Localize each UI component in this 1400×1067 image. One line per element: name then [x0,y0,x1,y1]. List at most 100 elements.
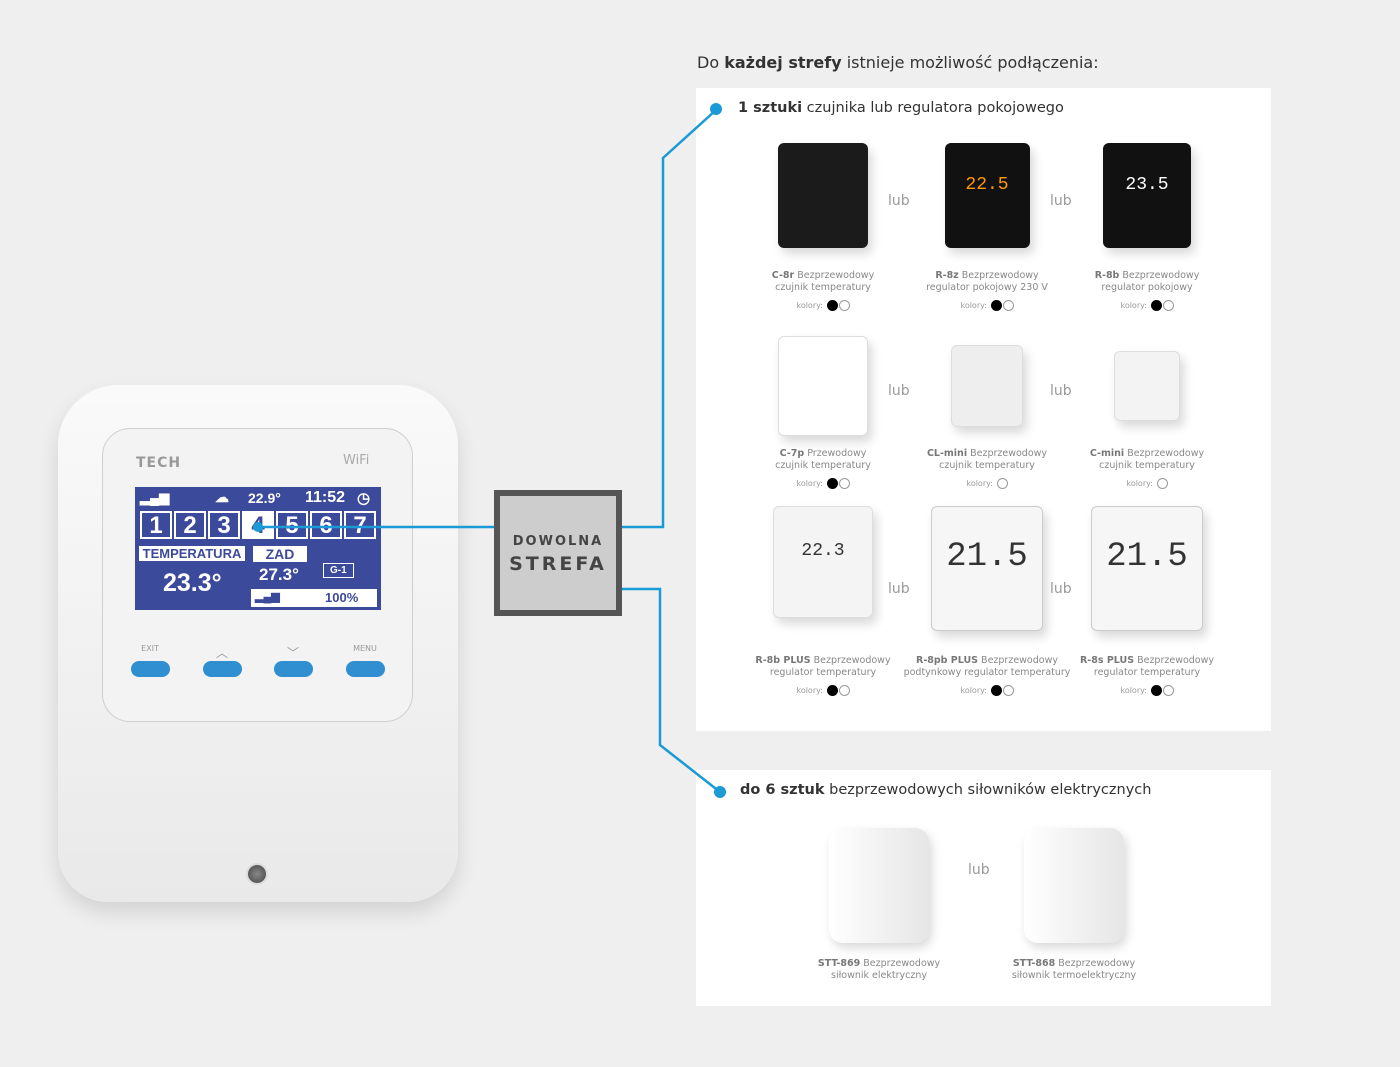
clock-icon: ◷ [357,490,371,507]
product-desc: regulator pokojowy [1101,282,1193,293]
color-swatch-white [1002,685,1014,696]
product-display: 22.5 [965,175,1009,195]
product-model: R-8s PLUS [1079,655,1135,666]
product-desc: czujnik temperatury [775,460,871,471]
product-model: C-8r [771,270,795,281]
or-label: lub [968,862,990,878]
product-display: 23.5 [1125,175,1169,195]
product-model: CL-mini [926,448,968,459]
controller-face: TECH WiFi ▂▄▆ ☁ 22.9° 11:52 ◷ 1 2 3 4 5 … [102,428,413,722]
or-label: lub [1050,383,1072,399]
product-image: 22.5 [944,143,1030,248]
zone-1: 1 [140,511,172,539]
up-button[interactable] [203,661,242,677]
color-swatch-black [1150,300,1162,311]
sensors-title: 1 sztuki czujnika lub regulatora pokojow… [738,100,1064,116]
product-type: Bezprzewodowy [978,655,1058,666]
temp-label: TEMPERATURA [139,546,245,561]
weather-icon: ☁ [215,489,229,505]
product-type: Bezprzewodowy [958,270,1039,281]
product-model: C-7p [779,448,805,459]
product-image: 21.5 [1091,506,1203,631]
or-label: lub [888,383,910,399]
color-swatch-black [990,685,1002,696]
actuator-type: Bezprzewodowy [860,958,941,969]
sensors-panel: 1 sztuki czujnika lub regulatora pokojow… [696,88,1271,731]
colors-label: kolory: [1120,301,1147,310]
zone-box-line2: STREFA [509,553,607,575]
product-model: R-8pb PLUS [916,655,979,666]
product-model: R-8b [1094,270,1120,281]
actuators-title: do 6 sztuk bezprzewodowych siłowników el… [740,782,1152,798]
zone-6: 6 [310,511,342,539]
product-image [1114,350,1180,421]
colors-label: kolory: [796,479,823,488]
set-value: 27.3° [259,565,299,584]
product-type: Bezprzewodowy [794,270,875,281]
color-swatch-white [1156,478,1168,489]
product-model: R-8z [935,270,959,281]
menu-label: MENU [353,644,377,653]
chevron-down-icon: ﹀ [286,646,299,660]
product-image: 22.3 [773,506,873,618]
color-swatch-white [838,685,850,696]
program-label: G-1 [323,563,354,578]
chevron-up-icon: ︿ [215,646,228,660]
color-swatch-black [990,300,1002,311]
zone-7: 7 [344,511,376,539]
actuator-desc: siłownik termoelektryczny [1011,970,1137,981]
down-button[interactable] [274,661,313,677]
battery-level: 100% [325,590,359,605]
product-desc: regulator temperatury [1093,667,1201,678]
product-type: Bezprzewodowy [1124,448,1205,459]
product-desc: czujnik temperatury [939,460,1035,471]
actuator-type: Bezprzewodowy [1055,958,1136,969]
zone-5: 5 [276,511,308,539]
product-desc: podtynkowy regulator temperatury [903,667,1071,678]
actuator-image [1024,828,1124,943]
product-type: Przewodowy [804,448,867,459]
color-swatch-black [826,300,838,311]
product-image [778,143,868,248]
color-swatch-white [1162,300,1174,311]
colors-label: kolory: [796,686,823,695]
product-desc: czujnik temperatury [1099,460,1195,471]
section-heading: Do każdej strefy istnieje możliwość podł… [697,53,1099,72]
actuator-desc: siłownik elektryczny [831,970,927,981]
colors-label: kolory: [960,686,987,695]
product-image: 23.5 [1103,143,1191,248]
product-desc: regulator temperatury [769,667,877,678]
product-display: 21.5 [1106,538,1188,576]
zone-box-line1: DOWOLNA [512,534,604,549]
exit-button[interactable] [131,661,170,677]
product-desc: czujnik temperatury [775,282,871,293]
or-label: lub [1050,193,1072,209]
product-model: R-8b PLUS [755,655,811,666]
lcd-screen: ▂▄▆ ☁ 22.9° 11:52 ◷ 1 2 3 4 5 6 7 TEMPER… [135,487,381,610]
color-swatch-white [996,478,1008,489]
or-label: lub [1050,581,1072,597]
product-desc: regulator pokojowy 230 V [926,282,1048,293]
signal-icon: ▂▄▆ [140,490,170,505]
menu-button[interactable] [346,661,385,677]
product-image [951,344,1023,427]
colors-label: kolory: [960,301,987,310]
color-swatch-white [1002,300,1014,311]
set-label: ZAD [253,546,307,562]
actuator-model: STT-868 [1012,958,1056,969]
controller-device: TECH WiFi ▂▄▆ ☁ 22.9° 11:52 ◷ 1 2 3 4 5 … [58,385,458,902]
product-image: 21.5 [931,506,1043,631]
zone-4-active: 4 [242,511,274,539]
product-type: Bezprzewodowy [1119,270,1200,281]
zone-3: 3 [208,511,240,539]
